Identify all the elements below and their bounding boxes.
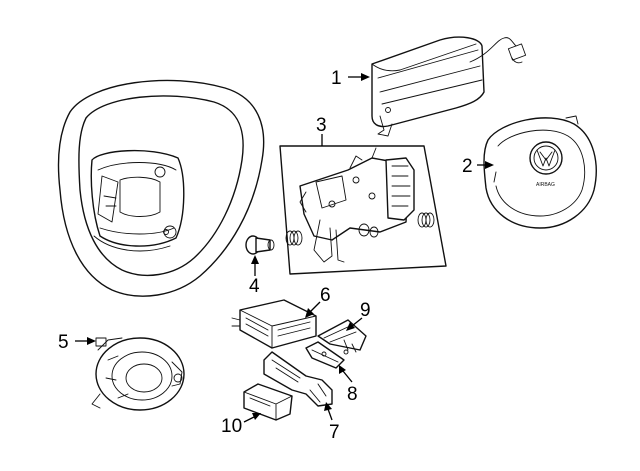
- callout-10-label: 10: [221, 416, 242, 437]
- part-10-cover: [243, 383, 293, 421]
- part-3-switch-assembly: [279, 145, 447, 275]
- callout-6-label: 6: [320, 285, 331, 306]
- callout-numbers: 1 2 3 4 5 6 7 8 9 10: [58, 68, 473, 443]
- callout-7-label: 7: [329, 422, 340, 443]
- part-6-control-module: [231, 299, 317, 349]
- part-1-airbag-module: [371, 36, 527, 137]
- callout-5-label: 5: [58, 332, 69, 353]
- steering-wheel: [57, 79, 265, 297]
- horn-pad-badge-text: AIRBAG: [536, 182, 555, 188]
- spring-right: [417, 212, 435, 228]
- callout-1-label: 1: [331, 68, 342, 89]
- part-4-bolt: [245, 235, 275, 255]
- part-7-bracket: [263, 351, 333, 407]
- part-2-horn-pad: AIRBAG: [483, 115, 597, 229]
- callout-3-label: 3: [316, 115, 327, 136]
- part-3-group-box: [279, 145, 447, 275]
- spring-left: [285, 230, 303, 246]
- callout-9-label: 9: [360, 300, 371, 321]
- callout-leaders: [75, 73, 494, 423]
- part-5-clock-spring: [91, 337, 185, 411]
- callout-4-label: 4: [249, 276, 260, 297]
- callout-2-label: 2: [462, 156, 473, 177]
- callout-8-label: 8: [347, 384, 358, 405]
- part-8-bracket: [305, 341, 345, 369]
